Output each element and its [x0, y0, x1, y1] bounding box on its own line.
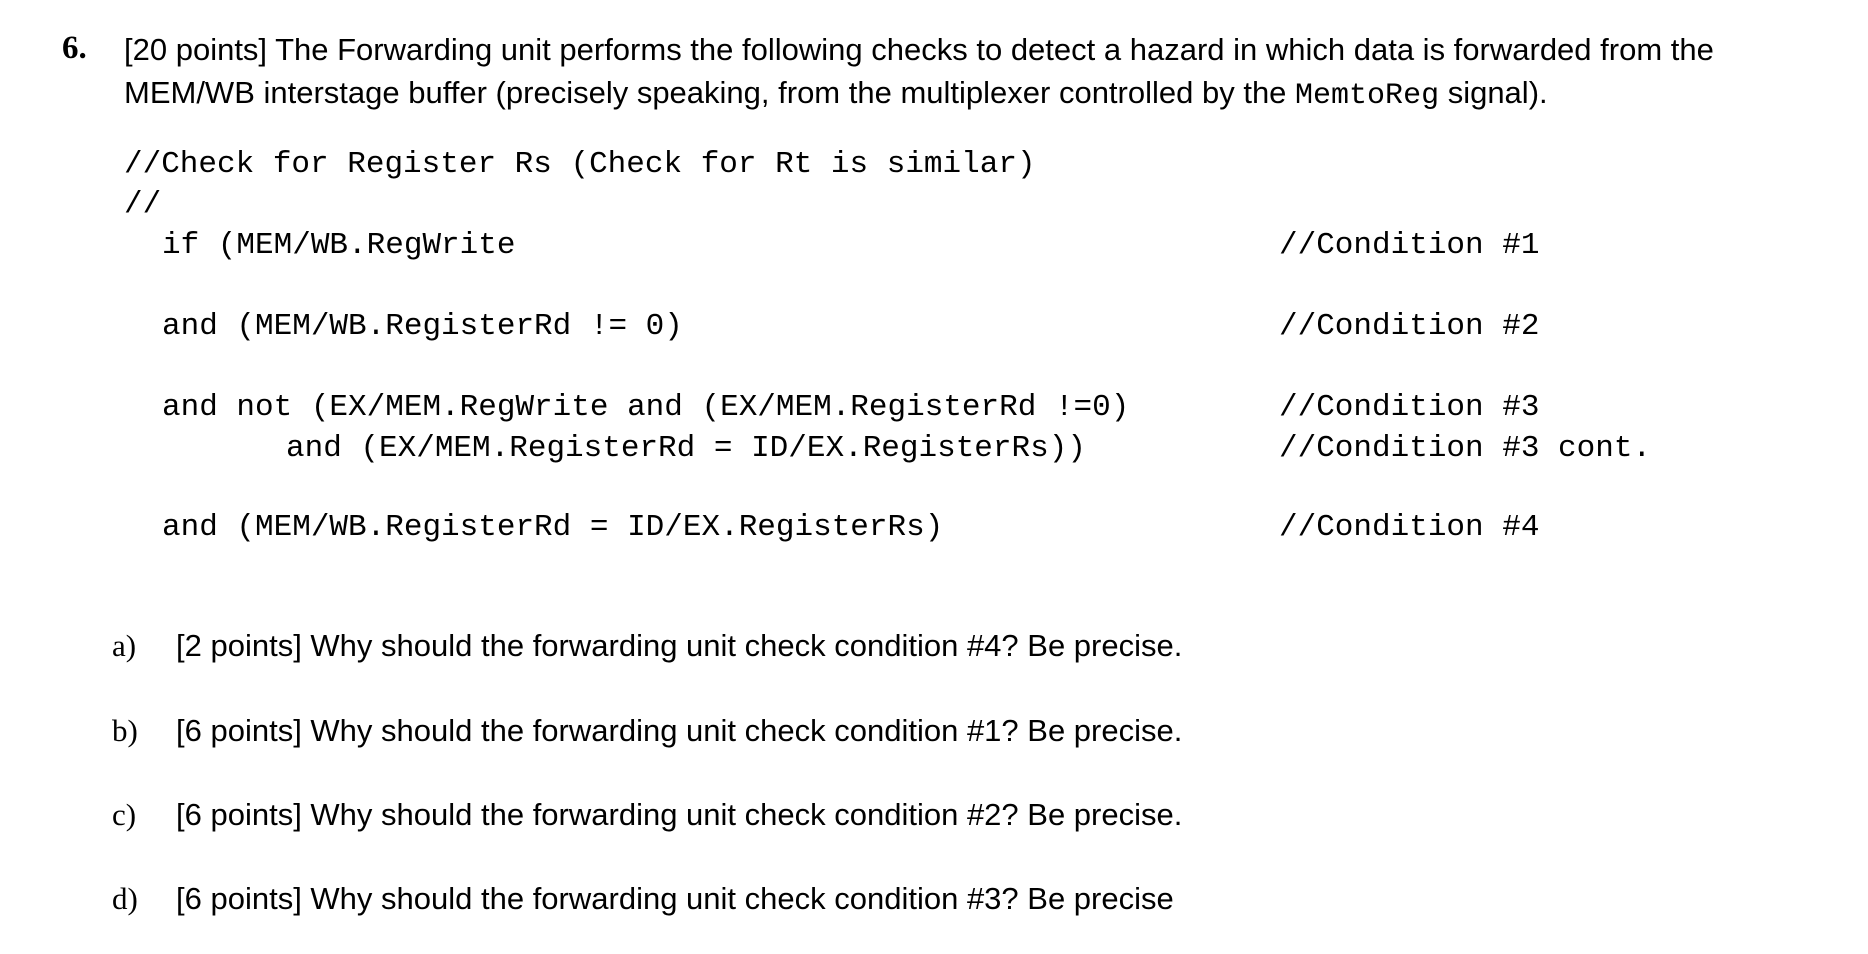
subquestion-text: [6 points] Why should the forwarding uni… [176, 881, 1174, 916]
subquestion-letter: a) [112, 628, 137, 663]
code-condition-3: and not (EX/MEM.RegWrite and (EX/MEM.Reg… [162, 390, 1130, 425]
code-condition-4: and (MEM/WB.RegisterRd = ID/EX.RegisterR… [162, 510, 944, 545]
subquestion-d: d) [6 points] Why should the forwarding u… [112, 881, 1174, 917]
subquestion-c: c) [6 points] Why should the forwarding u… [112, 797, 1182, 833]
code-header-comment: //Check for Register Rs (Check for Rt is… [124, 147, 1036, 182]
code-condition-1: if (MEM/WB.RegWrite [162, 228, 516, 263]
question-number: 6. [62, 30, 87, 66]
code-comment-condition-4: //Condition #4 [1279, 510, 1540, 545]
subquestion-letter: d) [112, 881, 138, 916]
code-condition-3-cont: and (EX/MEM.RegisterRd = ID/EX.RegisterR… [286, 431, 1086, 466]
subquestion-letter: c) [112, 797, 137, 832]
subquestion-b: b) [6 points] Why should the forwarding u… [112, 713, 1182, 749]
code-header-comment-2: // [124, 187, 162, 222]
question-intro: [20 points] The Forwarding unit performs… [124, 28, 1824, 118]
subquestion-text: [6 points] Why should the forwarding uni… [176, 797, 1183, 832]
code-comment-condition-1: //Condition #1 [1279, 228, 1540, 263]
question-intro-text-2: signal). [1439, 75, 1548, 110]
question-intro-text-1: [20 points] The Forwarding unit performs… [124, 32, 1714, 110]
subquestion-text: [2 points] Why should the forwarding uni… [176, 628, 1183, 663]
subquestion-a: a) [2 points] Why should the forwarding u… [112, 628, 1182, 664]
code-comment-condition-2: //Condition #2 [1279, 309, 1540, 344]
code-comment-condition-3: //Condition #3 [1279, 390, 1540, 425]
subquestion-text: [6 points] Why should the forwarding uni… [176, 713, 1183, 748]
code-comment-condition-3-cont: //Condition #3 cont. [1279, 431, 1652, 466]
memtoreg-signal-name: MemtoReg [1295, 79, 1440, 113]
subquestion-letter: b) [112, 713, 138, 748]
code-condition-2: and (MEM/WB.RegisterRd != 0) [162, 309, 683, 344]
